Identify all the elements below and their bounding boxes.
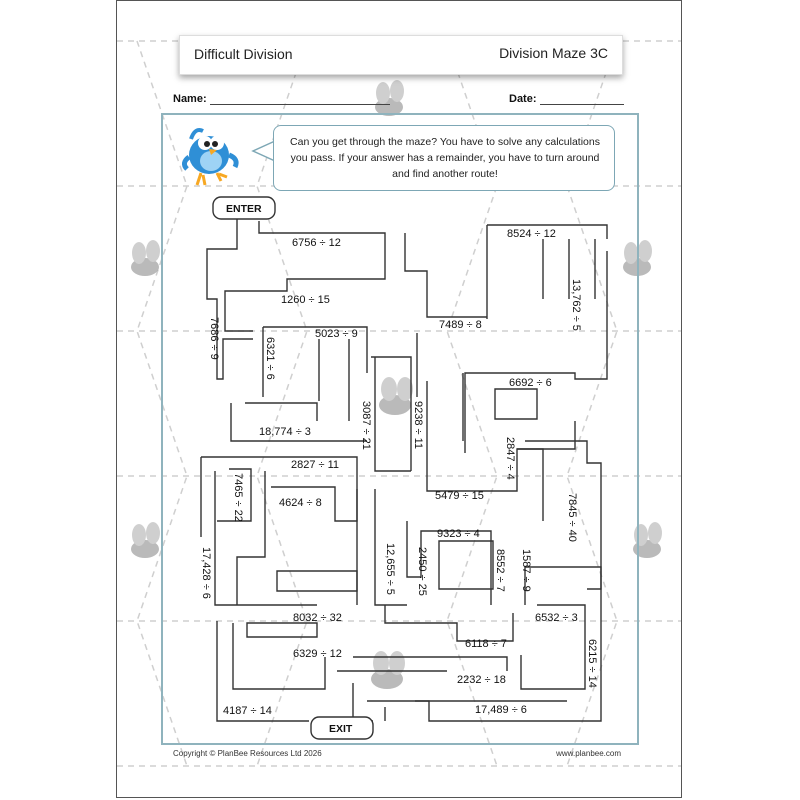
- calc-label: 12,655 ÷ 5: [384, 543, 396, 595]
- maze-labels: 6756 ÷ 12 8524 ÷ 12 1260 ÷ 15 13,762 ÷ 5…: [200, 228, 598, 717]
- bird-icon: [181, 128, 239, 186]
- calc-label: 18,774 ÷ 3: [259, 426, 311, 438]
- worksheet-page: Difficult Division Division Maze 3C Name…: [116, 0, 682, 798]
- instruction-text: Can you get through the maze? You have t…: [290, 136, 600, 180]
- calc-label: 17,489 ÷ 6: [475, 704, 527, 716]
- name-line: [209, 94, 390, 105]
- calc-label: 7489 ÷ 8: [439, 319, 482, 331]
- calc-label: 6756 ÷ 12: [292, 237, 341, 249]
- calc-label: 9323 ÷ 4: [437, 528, 480, 540]
- calc-label: 9238 ÷ 11: [412, 401, 424, 449]
- calc-label: 17,428 ÷ 6: [200, 547, 212, 599]
- speech-bubble-tail: [251, 140, 276, 162]
- bee-decorations: [131, 80, 662, 689]
- worksheet-title: Difficult Division: [194, 46, 293, 62]
- enter-label: ENTER: [226, 203, 262, 215]
- calc-label: 1260 ÷ 15: [281, 294, 330, 306]
- enter-box[interactable]: ENTER: [212, 196, 276, 220]
- calc-label: 8524 ÷ 12: [507, 228, 556, 240]
- worksheet-subtitle: Division Maze 3C: [499, 45, 608, 61]
- calc-label: 6215 ÷ 14: [586, 639, 598, 688]
- maze-walls: [200, 219, 608, 722]
- calc-label: 7686 ÷ 9: [208, 317, 220, 360]
- calc-label: 7465 ÷ 22: [232, 473, 244, 522]
- copyright-text: Copyright © PlanBee Resources Ltd 2026: [173, 749, 322, 758]
- calc-label: 2847 ÷ 4: [504, 437, 516, 480]
- date-field[interactable]: Date:: [509, 93, 624, 105]
- calc-label: 6329 ÷ 12: [293, 648, 342, 660]
- calc-label: 4187 ÷ 14: [223, 705, 272, 717]
- calc-label: 2232 ÷ 18: [457, 674, 506, 686]
- name-field[interactable]: Name:: [173, 93, 390, 105]
- calc-label: 6321 ÷ 6: [264, 337, 276, 380]
- instruction-bubble: Can you get through the maze? You have t…: [273, 125, 615, 191]
- calc-label: 3087 ÷ 21: [360, 401, 372, 450]
- calc-label: 7845 ÷ 40: [566, 493, 578, 542]
- header-card: Difficult Division Division Maze 3C: [179, 35, 623, 75]
- calc-label: 6532 ÷ 3: [535, 612, 578, 624]
- calc-label: 6118 ÷ 7: [465, 638, 507, 650]
- date-line: [539, 94, 624, 105]
- calc-label: 5023 ÷ 9: [315, 328, 358, 340]
- calc-label: 8032 ÷ 32: [293, 612, 342, 624]
- name-label: Name:: [173, 93, 207, 105]
- exit-box[interactable]: EXIT: [310, 716, 374, 740]
- calc-label: 2450 ÷ 25: [416, 547, 428, 596]
- maze-frame: [161, 113, 639, 745]
- calc-label: 5479 ÷ 15: [435, 490, 484, 502]
- background-pattern: [117, 40, 681, 767]
- date-label: Date:: [509, 93, 537, 105]
- division-maze: 6756 ÷ 12 8524 ÷ 12 1260 ÷ 15 13,762 ÷ 5…: [200, 196, 608, 740]
- calc-label: 4624 ÷ 8: [279, 497, 322, 509]
- calc-label: 13,762 ÷ 5: [570, 279, 582, 331]
- calc-label: 6692 ÷ 6: [509, 377, 552, 389]
- calc-label: 1587 ÷ 9: [520, 549, 532, 592]
- calc-label: 2827 ÷ 11: [291, 459, 339, 471]
- exit-label: EXIT: [329, 723, 353, 735]
- website-link[interactable]: www.planbee.com: [556, 749, 621, 758]
- calc-label: 8552 ÷ 7: [494, 549, 506, 592]
